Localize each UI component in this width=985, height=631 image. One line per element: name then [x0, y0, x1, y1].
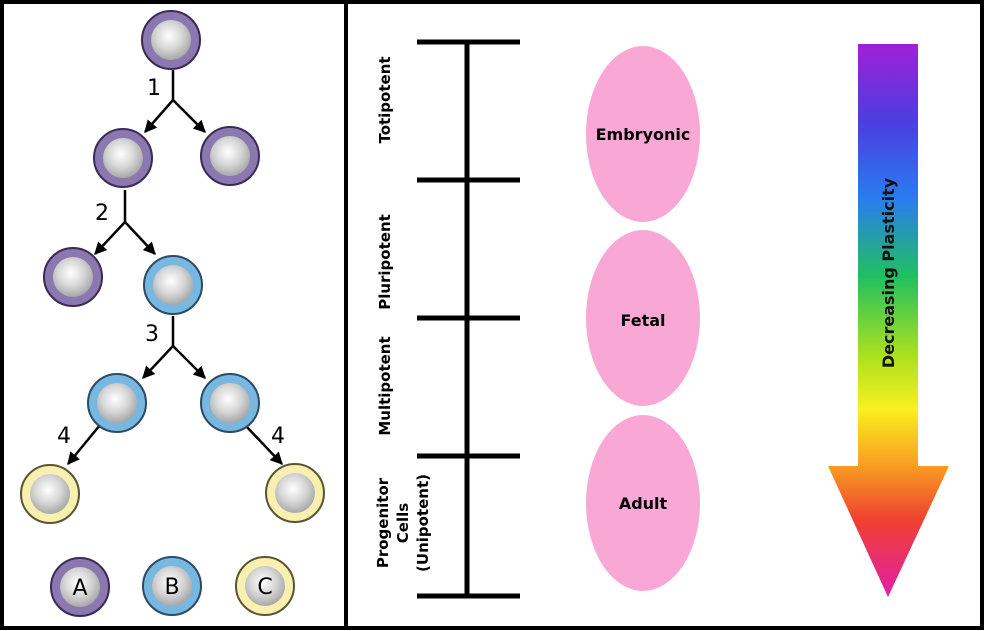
- label-progenitor-line2: Cells: [394, 503, 412, 543]
- fetal-oval: [586, 230, 700, 406]
- label-multipotent: Multipotent: [376, 336, 394, 435]
- right-panel-frame: [344, 0, 984, 630]
- rainbow-arrow-shape: [828, 44, 949, 597]
- tree-branch: [244, 424, 283, 465]
- cell-b: [87, 373, 147, 433]
- step-label-4-right: 4: [271, 424, 285, 449]
- step-label-1: 1: [147, 76, 161, 101]
- tree-branch: [142, 345, 174, 379]
- legend-label-a: A: [72, 576, 87, 601]
- cell-a: [200, 126, 260, 186]
- potency-scale: Totipotent Pluripotent Multipotent Proge…: [374, 39, 520, 599]
- cell-c: [20, 464, 80, 524]
- tree-branch: [172, 345, 206, 379]
- step-label-4-left: 4: [57, 424, 71, 449]
- step-label-2: 2: [95, 201, 109, 226]
- tree-branch: [172, 99, 206, 133]
- cell-a-root: [141, 10, 201, 70]
- legend-cell-a: A: [50, 557, 110, 617]
- lineage-tree: 1 2 3 4 4: [20, 10, 325, 617]
- tree-branch: [144, 99, 174, 133]
- tree-branch: [124, 221, 156, 255]
- embryonic-oval: [586, 46, 700, 222]
- label-progenitor-line1: Progenitor: [374, 477, 392, 568]
- stage-ovals: Embryonic Fetal Adult: [586, 46, 700, 591]
- stage-label-embryonic: Embryonic: [596, 125, 691, 144]
- cell-a: [43, 247, 103, 307]
- label-progenitor-line3: (Unipotent): [414, 474, 432, 572]
- cell-a: [93, 128, 153, 188]
- legend-cell-c: C: [235, 556, 295, 616]
- legend-label-c: C: [257, 575, 272, 600]
- cell-b: [200, 373, 260, 433]
- tree-branch: [94, 221, 126, 255]
- label-pluripotent: Pluripotent: [376, 214, 394, 310]
- stage-label-fetal: Fetal: [620, 311, 665, 330]
- stage-label-adult: Adult: [619, 494, 668, 513]
- arrow-label: Decreasing Plasticity: [879, 177, 898, 368]
- step-label-3: 3: [145, 322, 159, 347]
- adult-oval: [586, 415, 700, 591]
- label-totipotent: Totipotent: [376, 56, 394, 143]
- legend-label-b: B: [164, 575, 179, 600]
- cell-b: [143, 255, 203, 315]
- cell-c: [265, 463, 325, 523]
- plasticity-arrow: Decreasing Plasticity: [828, 44, 949, 597]
- tree-branch: [67, 424, 101, 465]
- legend-cell-b: B: [142, 556, 202, 616]
